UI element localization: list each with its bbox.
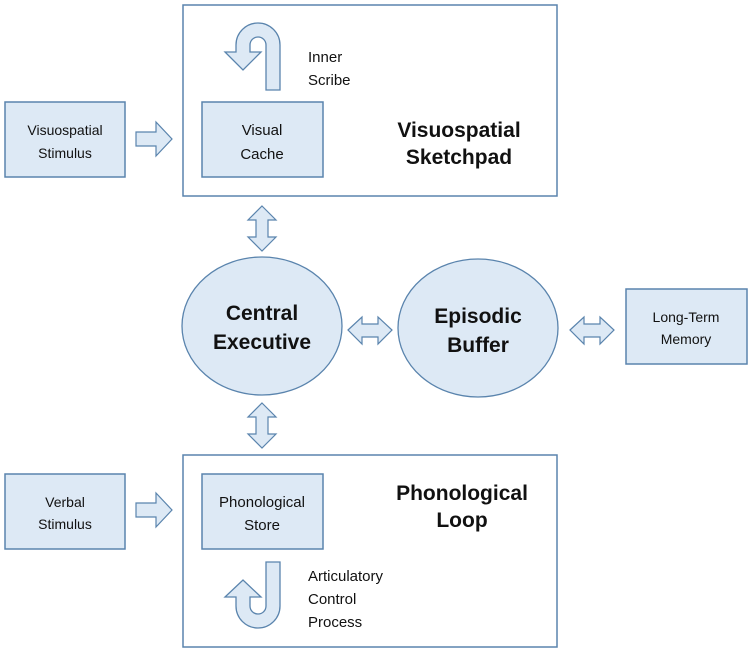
phonological-loop: Phonological Loop Phonological Store Art… [182,454,558,648]
horizontal-double-arrow-icon [569,315,615,346]
inner-scribe-line2: Scribe [308,72,351,89]
central-executive: Central Executive [181,256,343,396]
inner-scribe-line1: Inner [308,49,342,66]
episodic-buffer: Episodic Buffer [397,258,559,398]
visuospatial-stimulus-line2: Stimulus [38,145,92,161]
inner-scribe-arrow-icon [223,22,281,91]
articulatory-line1: Articulatory [308,568,384,585]
verbal-stimulus: Verbal Stimulus [4,473,173,550]
right-arrow-icon [135,491,173,529]
phonological-loop-title-line1: Phonological [396,482,528,505]
long-term-memory: Long-Term Memory [625,288,748,365]
right-arrow-icon [135,120,173,158]
horizontal-double-arrow-icon [347,315,393,346]
central-executive-line2: Executive [213,331,311,354]
phonological-loop-title-line2: Loop [436,509,487,532]
visuospatial-sketchpad-title-line1: Visuospatial [397,119,520,142]
visual-cache-line2: Cache [240,146,283,163]
vertical-double-arrow-icon [246,402,278,449]
central-executive-line1: Central [226,302,298,325]
articulatory-line2: Control [308,591,356,608]
long-term-memory-line1: Long-Term [653,309,720,325]
phonological-store-box [201,473,324,550]
long-term-memory-line2: Memory [661,331,712,347]
central-executive-ellipse [181,256,343,396]
articulatory-line3: Process [308,614,362,631]
visuospatial-stimulus-box [4,101,126,178]
vertical-double-arrow-icon [246,205,278,252]
phonological-store-line2: Store [244,517,280,534]
verbal-stimulus-box [4,473,126,550]
episodic-buffer-line1: Episodic [434,305,522,328]
long-term-memory-box [625,288,748,365]
verbal-stimulus-line2: Stimulus [38,516,92,532]
phonological-store-line1: Phonological [219,494,305,511]
visuospatial-sketchpad: Visuospatial Sketchpad Visual Cache Inne… [182,4,558,197]
articulatory-loop-arrow-icon [223,561,281,629]
verbal-stimulus-line1: Verbal [45,494,85,510]
visual-cache-line1: Visual [242,122,283,139]
visuospatial-stimulus-line1: Visuospatial [27,122,102,138]
episodic-buffer-ellipse [397,258,559,398]
episodic-buffer-line2: Buffer [447,334,509,357]
visual-cache-box [201,101,324,178]
visuospatial-stimulus: Visuospatial Stimulus [4,101,173,178]
visuospatial-sketchpad-title-line2: Sketchpad [406,146,512,169]
